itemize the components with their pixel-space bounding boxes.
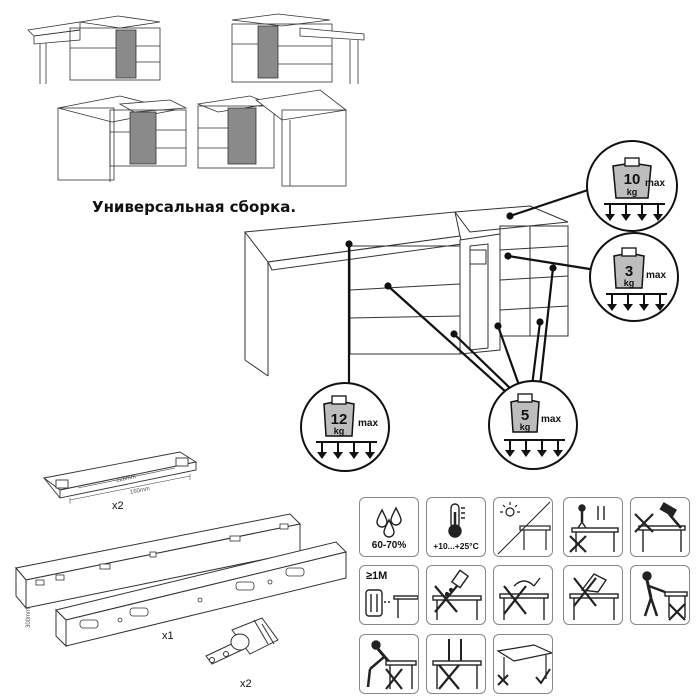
heater-distance-icon: ≥1M (359, 565, 419, 625)
badge-12-unit: kg (334, 426, 345, 436)
badge-5-weight: 5 (521, 407, 529, 424)
badge-3-max: max (646, 270, 666, 281)
universal-assembly-heading: Универсальная сборка. (92, 198, 297, 216)
slide-quantity: x1 (162, 630, 174, 642)
no-hot-objects-icon (563, 565, 623, 625)
load-badge-3kg (589, 232, 679, 322)
humidity-icon: 60-70% (359, 497, 419, 557)
hinge-quantity: x2 (240, 678, 252, 690)
badge-12-weight: 12 (331, 411, 348, 428)
hinge-drawing (205, 617, 279, 665)
no-hammering-icon (630, 497, 690, 557)
drawer-runner-drawing (42, 451, 198, 504)
temperature-range: +10...+25°C (433, 541, 479, 551)
drawer-slide-drawing (15, 513, 347, 648)
no-abrasive-cleaning-icon (493, 565, 553, 625)
badge-12-max: max (358, 418, 378, 429)
badge-5-max: max (541, 414, 561, 425)
load-pointer-lines (345, 184, 601, 393)
badge-10-max: max (645, 178, 665, 189)
level-floor-icon (493, 634, 553, 694)
variant-4 (196, 89, 347, 187)
load-badge-12kg (300, 382, 390, 472)
load-badge-5kg (488, 380, 578, 470)
no-sunlight-icon (493, 497, 553, 557)
badge-5-unit: kg (520, 422, 531, 432)
no-leaning-icon (359, 634, 419, 694)
heater-distance-text: ≥1M (366, 570, 388, 582)
variant-3 (57, 95, 188, 182)
no-heavy-load-icon (426, 634, 486, 694)
humidity-range: 60-70% (371, 540, 407, 551)
no-pushing-desk-icon (630, 565, 690, 625)
main-desk-drawing (244, 205, 569, 377)
load-badge-texts: 10 kg max 3 kg max 12 kg max 5 kg max (331, 171, 667, 436)
badge-10-unit: kg (627, 187, 638, 197)
runner-quantity: x2 (112, 500, 124, 512)
temperature-icon: +10...+25°C (426, 497, 486, 557)
variant-1 (27, 15, 161, 84)
variant-2 (231, 13, 365, 84)
slide-dim-300: 300mm (26, 607, 32, 628)
no-standing-on-desk-icon (563, 497, 623, 557)
badge-3-weight: 3 (625, 263, 633, 280)
load-badge-10kg (586, 140, 678, 232)
no-liquid-icon (426, 565, 486, 625)
badge-3-unit: kg (624, 278, 635, 288)
badge-10-weight: 10 (624, 171, 641, 188)
